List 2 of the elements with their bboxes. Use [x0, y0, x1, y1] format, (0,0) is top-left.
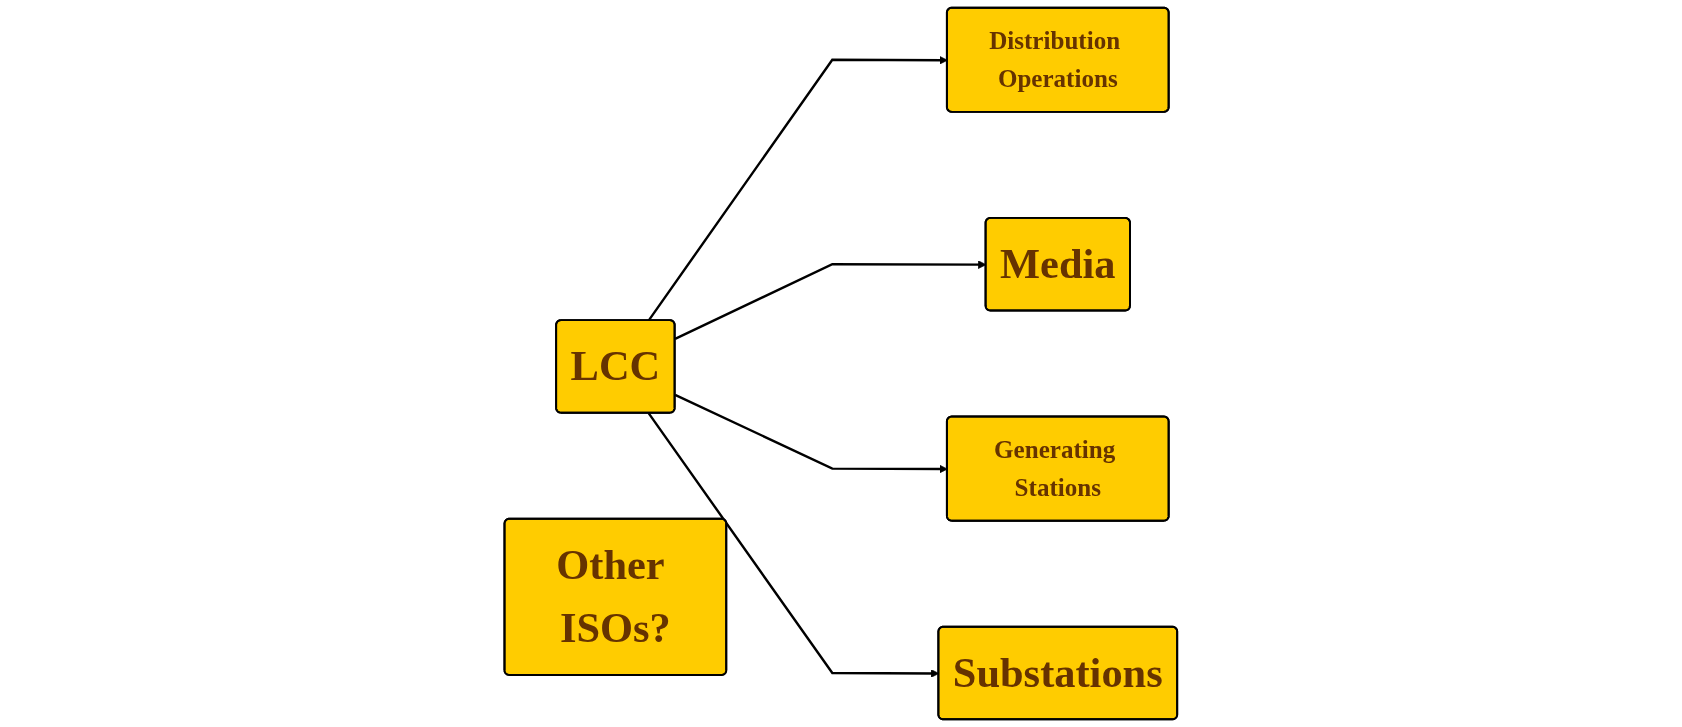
- arrow: [674, 393, 948, 474]
- arrow: [647, 56, 948, 322]
